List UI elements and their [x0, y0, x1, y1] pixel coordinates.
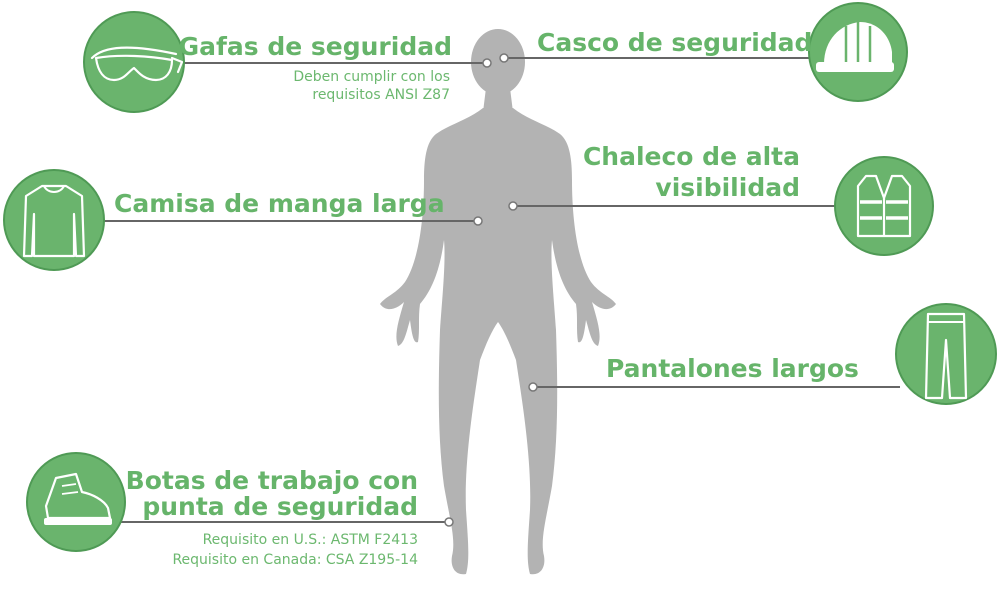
- helmet-title: Casco de seguridad: [537, 29, 812, 56]
- goggles-note-line: requisitos ANSI Z87: [312, 87, 450, 103]
- human-silhouette: [380, 29, 616, 575]
- anchor-dot-goggles: [482, 58, 492, 68]
- anchor-dots: [444, 53, 538, 527]
- goggles-note-line: Deben cumplir con los: [293, 69, 450, 85]
- anchor-dot-pants: [528, 382, 538, 392]
- long-sleeve-shirt-icon: [3, 169, 105, 271]
- pants-title: Pantalones largos: [606, 355, 859, 382]
- boots-title-line: Botas de trabajo con: [125, 466, 418, 495]
- leader-lines: [103, 57, 900, 523]
- goggles-title-line: Gafas de seguridad: [178, 32, 452, 61]
- boots-note-line: Requisito en Canada: CSA Z195-14: [172, 552, 418, 568]
- anchor-dot-helmet: [499, 53, 509, 63]
- vest-title-line: visibilidad: [655, 173, 800, 202]
- pants-title-line: Pantalones largos: [606, 354, 859, 383]
- anchor-dot-shirt: [473, 216, 483, 226]
- boots-notes: Requisito en U.S.: ASTM F2413 Requisito …: [100, 530, 418, 570]
- goggles-title: Gafas de seguridad: [150, 33, 452, 60]
- safety-boot-icon: [26, 452, 126, 552]
- anchor-dot-vest: [508, 201, 518, 211]
- vest-title: Chaleco de alta visibilidad: [560, 141, 800, 203]
- goggles-notes: Deben cumplir con los requisitos ANSI Z8…: [200, 68, 450, 104]
- shirt-title: Camisa de manga larga: [114, 190, 445, 217]
- boots-title: Botas de trabajo con punta de seguridad: [110, 468, 418, 520]
- safety-goggles-icon: [83, 11, 185, 113]
- anchor-dot-boots: [444, 517, 454, 527]
- hard-hat-icon: [808, 2, 908, 102]
- helmet-title-line: Casco de seguridad: [537, 28, 813, 57]
- boots-note-line: Requisito en U.S.: ASTM F2413: [202, 532, 418, 548]
- high-visibility-vest-icon: [834, 156, 934, 256]
- shirt-title-line: Camisa de manga larga: [114, 189, 445, 218]
- long-pants-icon: [895, 303, 997, 405]
- vest-title-line: Chaleco de alta: [582, 142, 800, 171]
- boots-title-line: punta de seguridad: [142, 492, 418, 521]
